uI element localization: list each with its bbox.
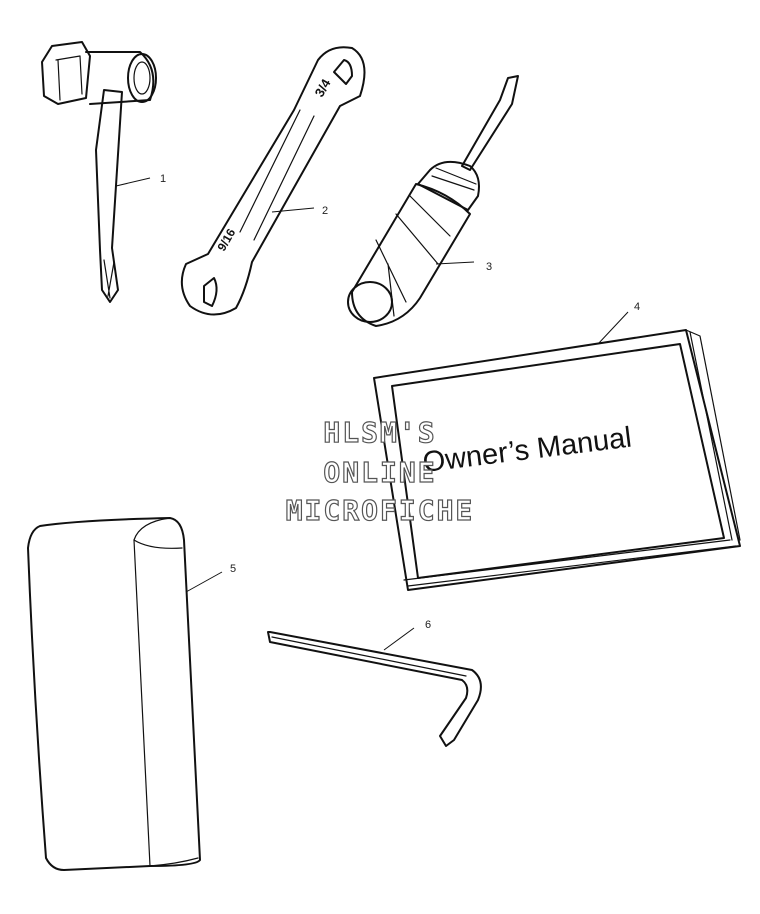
callout-5: 5: [230, 563, 236, 575]
wrench-size-bottom: 9/16: [214, 226, 238, 254]
open-end-wrench: 3/4 9/16: [180, 46, 366, 316]
callout-6: 6: [425, 619, 431, 631]
wrench-size-top: 3/4: [312, 76, 334, 100]
callout-3: 3: [486, 261, 492, 273]
callout-2: 2: [322, 205, 328, 217]
watermark-line-3: MICROFICHE: [285, 493, 475, 527]
screwdriver: [347, 75, 519, 327]
watermark-line-2: ONLINE: [323, 455, 437, 489]
callout-4: 4: [634, 301, 640, 313]
tool-bag: [27, 517, 201, 871]
watermark-line-1: HLSM'S: [323, 415, 437, 449]
callout-1: 1: [160, 173, 166, 185]
hex-key: [267, 631, 482, 747]
spark-plug-wrench: [41, 41, 157, 303]
leader-lines: [115, 177, 629, 651]
